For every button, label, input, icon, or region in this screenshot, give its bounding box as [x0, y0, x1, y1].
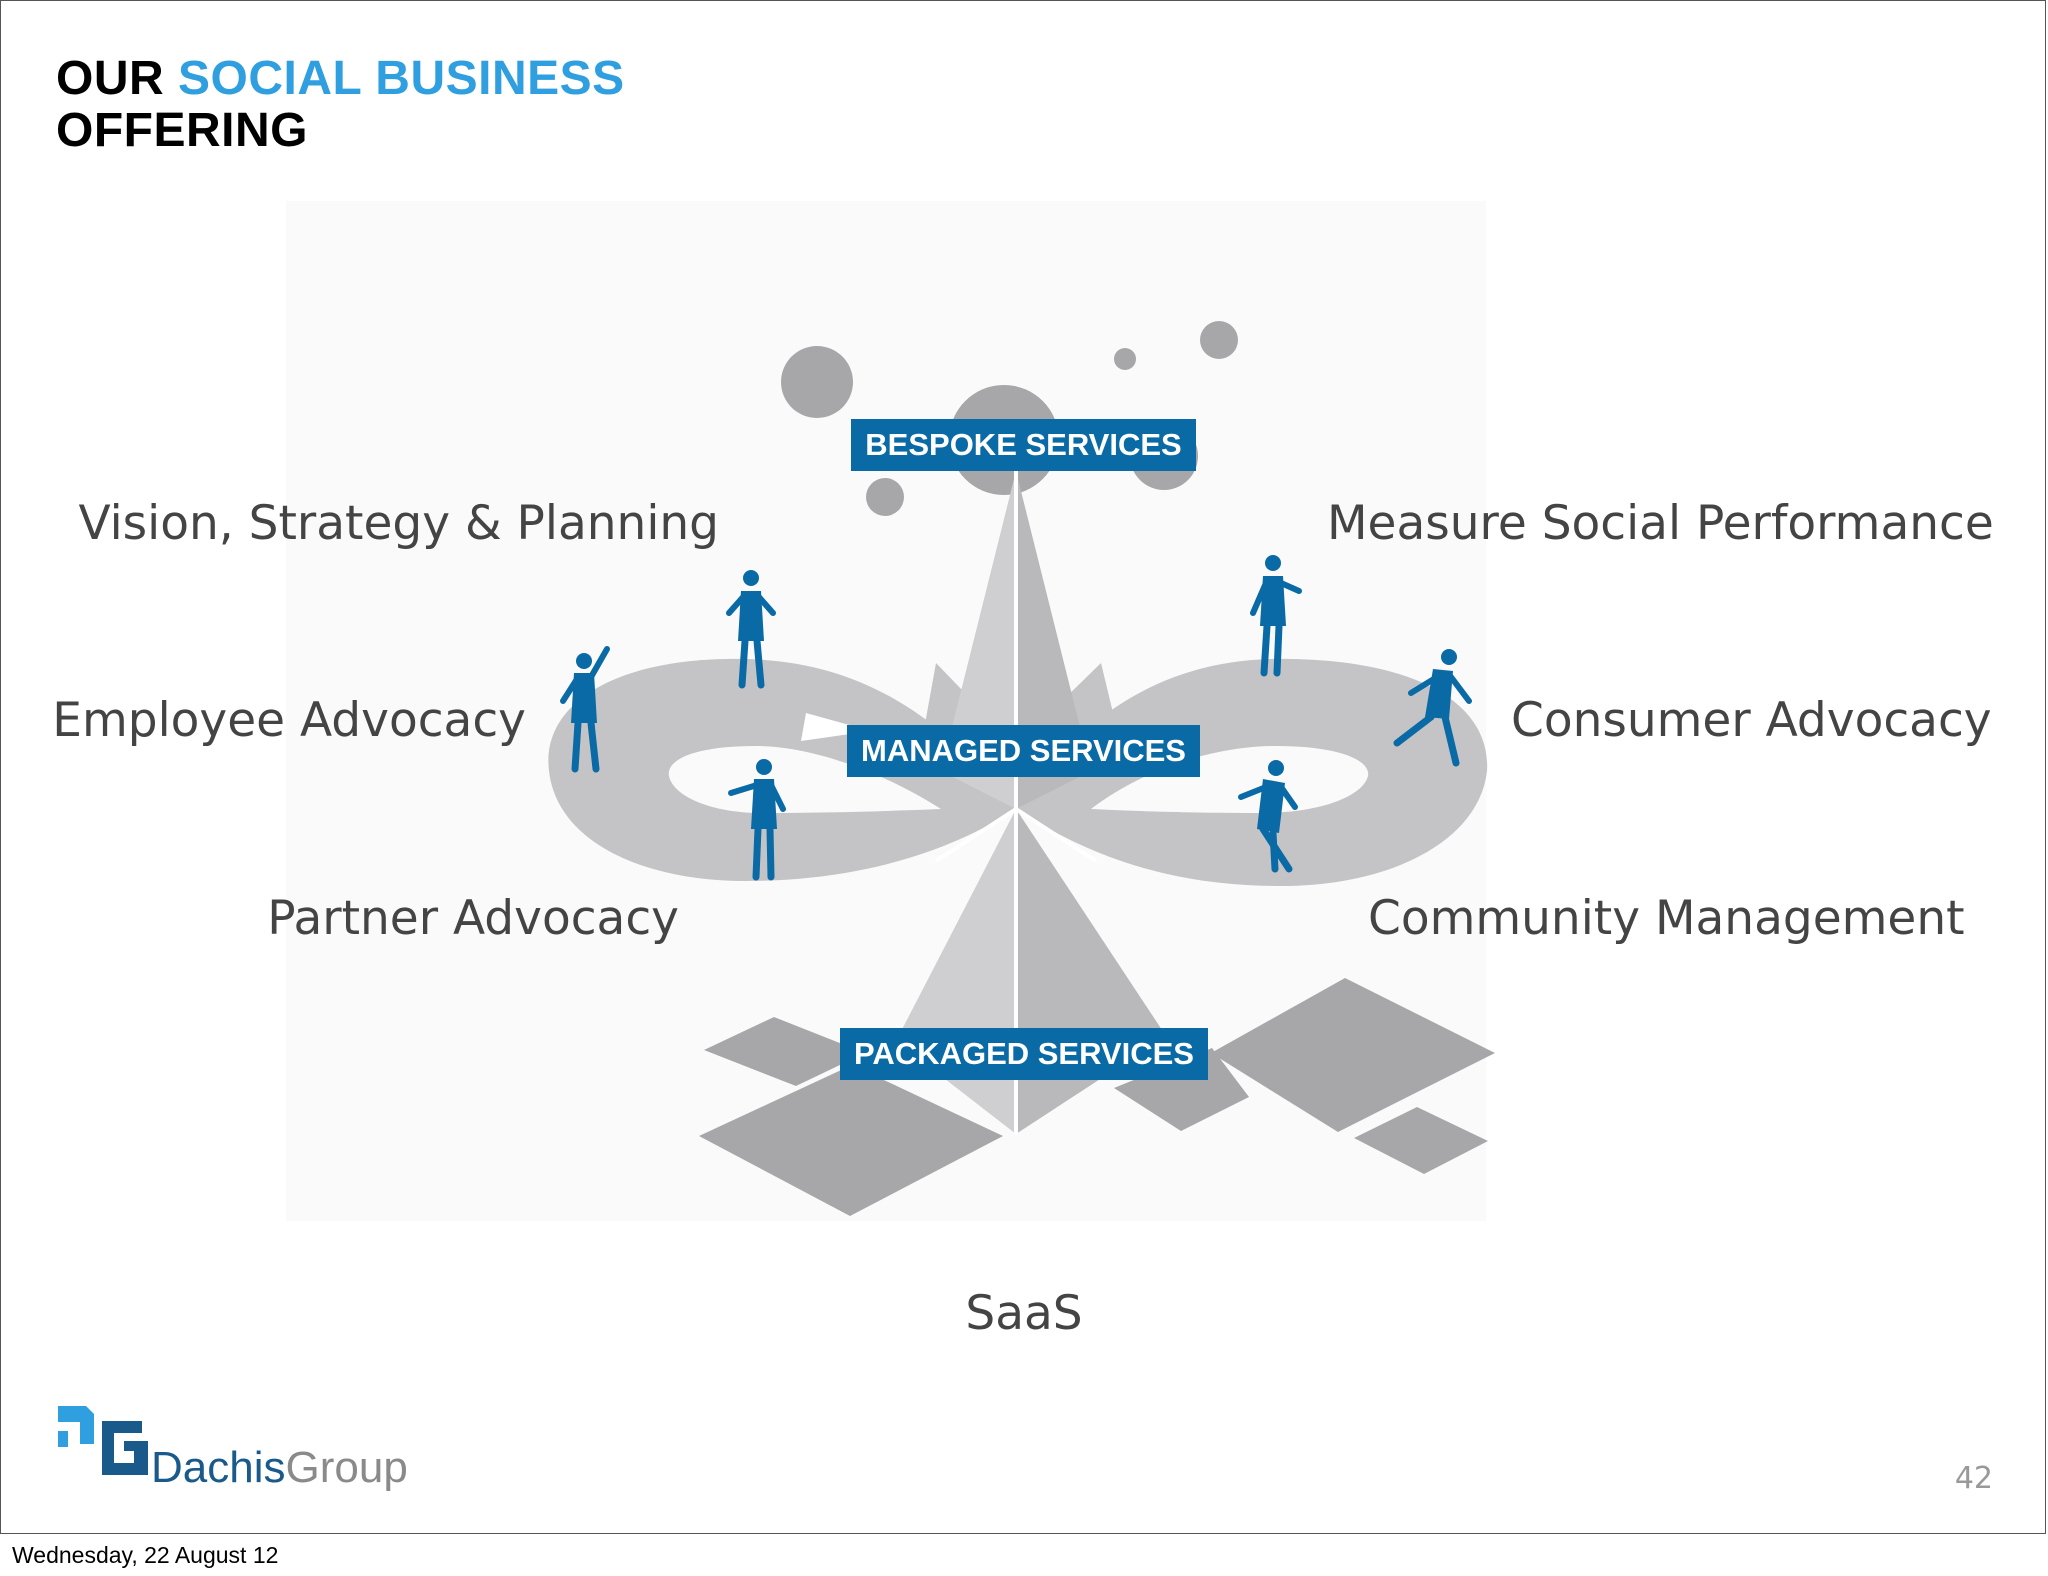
title-part1: OUR: [56, 52, 178, 105]
logo-mark-d: [58, 1406, 94, 1444]
footer-date: Wednesday, 22 August 12: [12, 1542, 279, 1568]
title-accent: SOCIAL BUSINESS: [178, 52, 625, 105]
floor-tiles: [699, 978, 1495, 1216]
bubble: [1200, 321, 1238, 359]
left-item-employee: Employee Advocacy: [52, 693, 526, 748]
bottom-item-saas: SaaS: [965, 1286, 1083, 1341]
person-icon: [1393, 649, 1472, 767]
person-icon: [726, 570, 776, 689]
pyramid-upper-left: [941, 471, 1016, 809]
page-number: 42: [1954, 1461, 1993, 1496]
person-icon: [560, 646, 610, 773]
left-item-vision: Vision, Strategy & Planning: [78, 496, 719, 551]
title-line2: OFFERING: [56, 104, 308, 157]
loop-right: [1016, 658, 1488, 886]
slide: OUR SOCIAL BUSINESS OFFERING: [0, 0, 2046, 1534]
people: [560, 555, 1472, 881]
logo-part1: Dachis: [151, 1443, 286, 1492]
slide-title: OUR SOCIAL BUSINESS OFFERING: [56, 53, 625, 157]
logo-mark-d: [58, 1431, 68, 1447]
floor-tile: [1211, 978, 1495, 1132]
bubble: [866, 478, 904, 516]
floor-tile: [1354, 1107, 1488, 1174]
loop-left: [548, 658, 1016, 881]
floor-tile: [699, 1065, 1003, 1216]
logo-wordmark: DachisGroup: [151, 1443, 408, 1493]
pyramid-upper-right: [1016, 471, 1091, 809]
dachis-group-logo: [58, 1406, 148, 1475]
person-icon: [1238, 760, 1298, 873]
bespoke-services-label: BESPOKE SERVICES: [851, 419, 1196, 471]
pyramid-seams: [934, 471, 1098, 1134]
left-item-partner: Partner Advocacy: [267, 891, 679, 946]
right-item-consumer: Consumer Advocacy: [1511, 693, 1992, 748]
bubble: [781, 346, 853, 418]
floor-tile: [704, 1017, 865, 1086]
right-item-measure: Measure Social Performance: [1327, 496, 1994, 551]
floor-tile: [1114, 1048, 1249, 1131]
logo-part2: Group: [285, 1443, 408, 1492]
packaged-services-label: PACKAGED SERVICES: [840, 1028, 1208, 1080]
person-icon: [728, 759, 786, 881]
managed-services-label: MANAGED SERVICES: [847, 725, 1200, 777]
offering-diagram: [286, 201, 1495, 1221]
loop-arrow-notch: [801, 713, 871, 741]
bubble: [1114, 348, 1136, 370]
right-item-community: Community Management: [1368, 891, 1965, 946]
person-icon: [1250, 555, 1302, 677]
logo-mark-g: [102, 1421, 148, 1475]
